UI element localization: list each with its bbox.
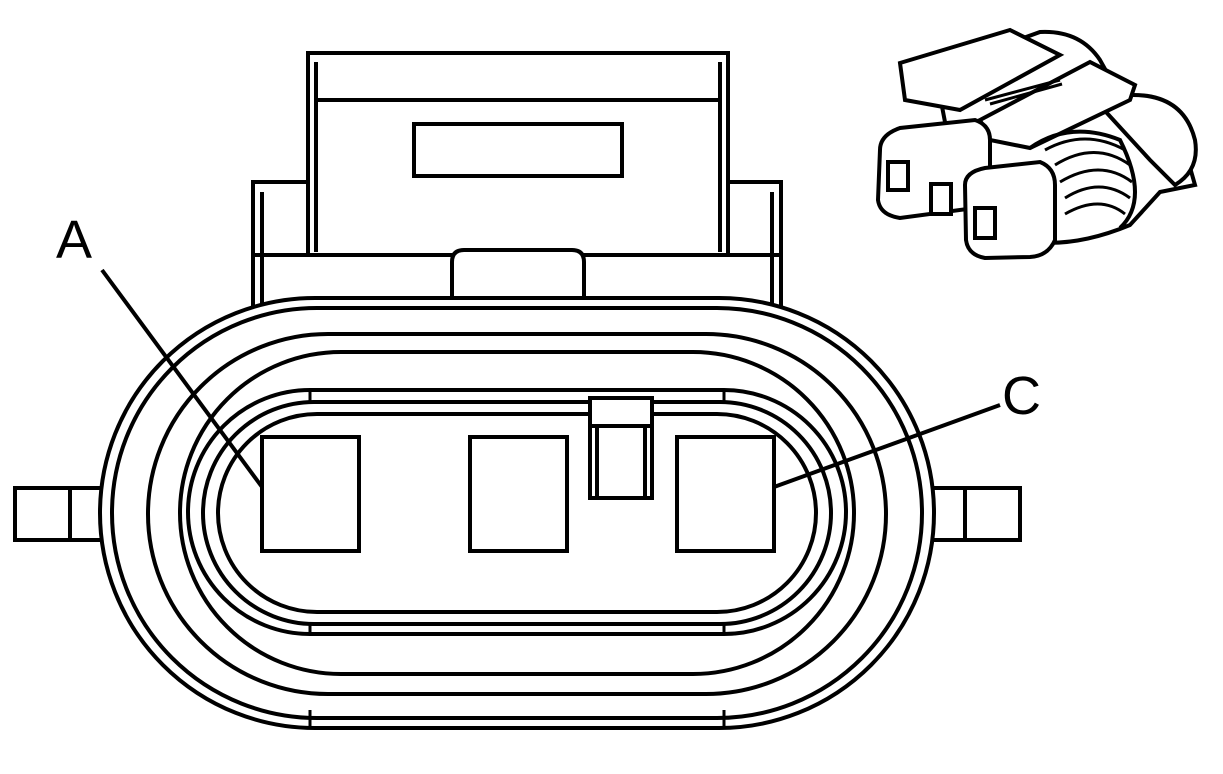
pin-label-a: A <box>56 210 92 270</box>
pin-label-c: C <box>1002 366 1041 426</box>
connector-top-housing <box>251 51 783 314</box>
leader-line-a <box>100 268 264 489</box>
latch-window <box>412 122 624 178</box>
terminal-cavity-b <box>468 435 569 553</box>
latch-tab <box>450 248 586 307</box>
leader-line-c <box>773 403 1001 489</box>
connector-inset-view <box>875 27 1198 261</box>
terminal-cavity-c <box>675 435 776 553</box>
keying-rib <box>588 396 654 500</box>
terminal-cavity-a <box>260 435 361 553</box>
